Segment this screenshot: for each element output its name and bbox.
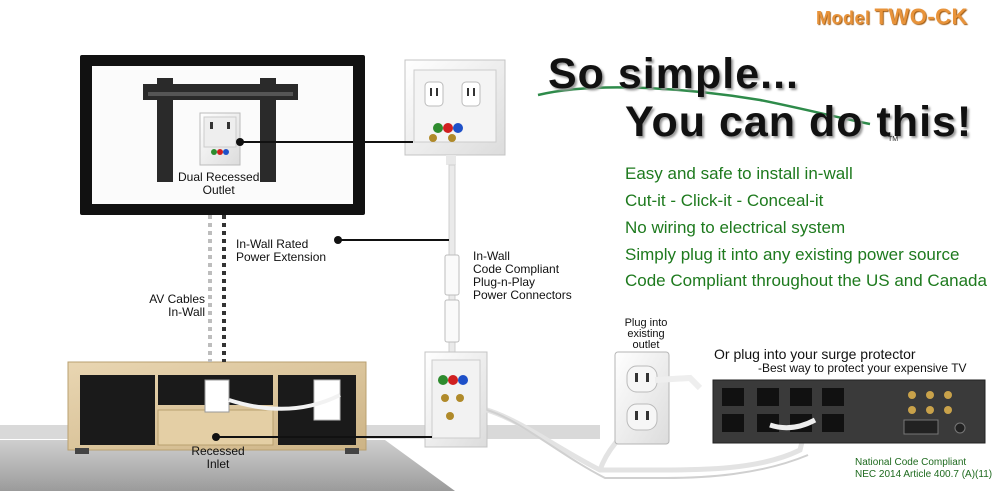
label-av-cables: AV Cables In-Wall [149,292,205,319]
headline-line-2: You can do this! [625,98,973,146]
label-connectors: In-Wall Code Compliant Plug-n-Play Power… [473,249,572,302]
label-nec: National Code Compliant NEC 2014 Article… [855,457,993,480]
trademark: TM [888,136,899,143]
label-surge-title: Or plug into your surge protector [714,346,916,362]
tv [80,55,365,215]
label-plug-existing: Plug into existing outlet [624,317,668,351]
feature-item: Easy and safe to install in-wall [625,164,853,183]
connector-bottom [444,299,460,343]
floor [0,440,455,491]
headline-swoosh [537,86,871,126]
model-name: TWO-CK [874,4,968,29]
wall-inlet-lower [424,351,488,448]
connector-top [444,254,460,296]
feature-item: Code Compliant throughout the US and Can… [625,271,987,290]
label-power-extension: In-Wall Rated Power Extension [236,237,327,264]
wall-outlet-upper [404,59,506,165]
model-prefix: Model [816,8,871,28]
label-dual-outlet: Dual Recessed Outlet [178,170,260,197]
feature-item: Cut-it - Click-it - Conceal-it [625,191,824,210]
headline-line-1: So simple... [548,50,799,98]
feature-item: Simply plug it into any existing power s… [625,245,960,264]
power-cord-surge [486,407,808,473]
existing-outlet [614,351,703,445]
feature-item: No wiring to electrical system [625,218,846,237]
label-surge-sub: -Best way to protect your expensive TV [758,361,967,375]
label-recessed-inlet: Recessed Inlet [191,444,245,471]
surge-protector [712,379,986,444]
